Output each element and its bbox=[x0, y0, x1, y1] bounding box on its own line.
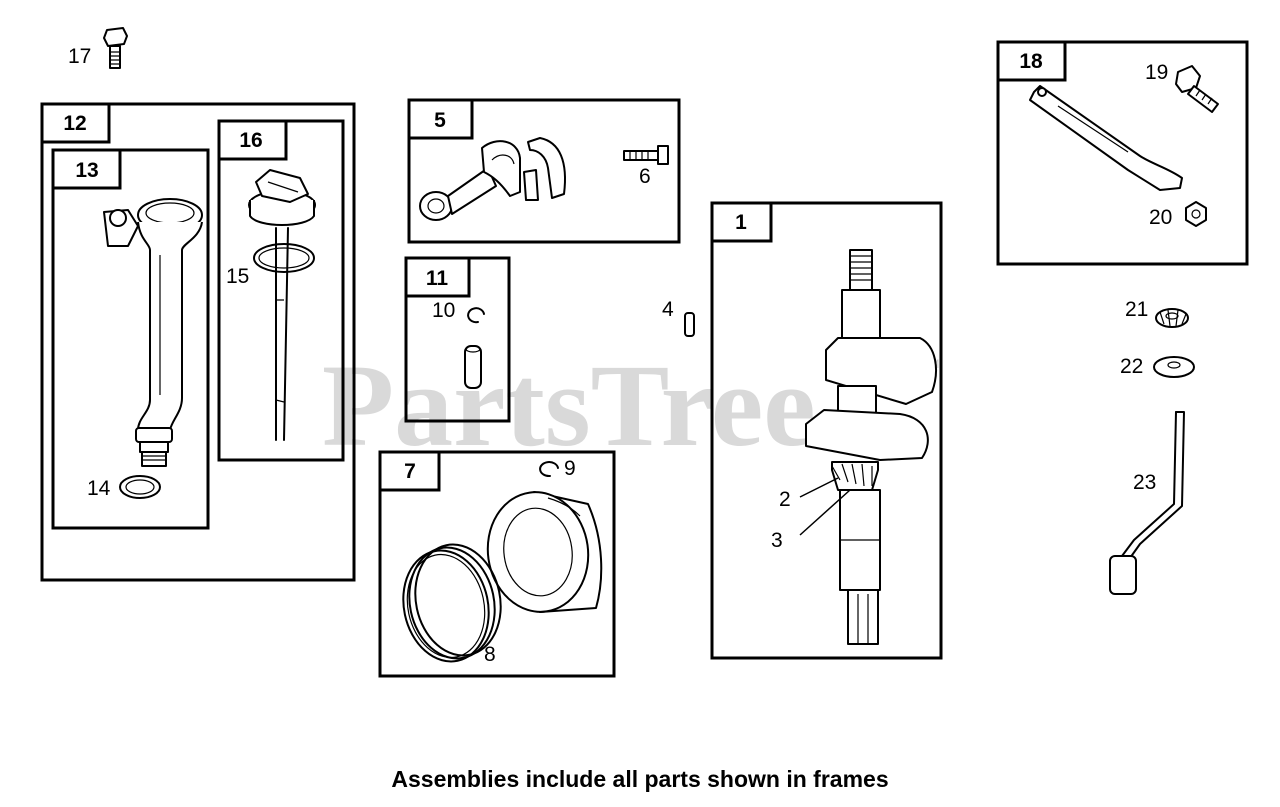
callout-6: 6 bbox=[639, 165, 651, 188]
frame-7 bbox=[378, 450, 616, 678]
o-ring-15-illustration[interactable] bbox=[253, 243, 315, 273]
dipstick-16-illustration[interactable] bbox=[248, 169, 316, 441]
frame-18 bbox=[996, 40, 1249, 266]
governor-shaft-23-illustration[interactable] bbox=[1109, 411, 1185, 595]
callout-19: 19 bbox=[1145, 61, 1168, 84]
frame-16-tab bbox=[217, 119, 288, 161]
frame-5 bbox=[407, 98, 681, 244]
callout-3: 3 bbox=[771, 529, 783, 552]
piston-rings-8-illustration[interactable] bbox=[393, 536, 510, 669]
callout-2: 2 bbox=[779, 488, 791, 511]
caption: Assemblies include all parts shown in fr… bbox=[391, 766, 889, 792]
piston-illustration[interactable] bbox=[480, 486, 603, 619]
retainer-clip-10-illustration[interactable] bbox=[467, 307, 485, 324]
frame-11-tab bbox=[404, 256, 471, 298]
frame-7-tab bbox=[378, 450, 441, 492]
frame-5-label: 5 bbox=[434, 109, 446, 132]
watermark: PartsTree bbox=[322, 340, 816, 471]
o-ring-14-illustration[interactable] bbox=[119, 475, 161, 499]
washer-22-illustration[interactable] bbox=[1153, 356, 1195, 378]
bolt-6-illustration[interactable] bbox=[623, 145, 669, 165]
callout-20: 20 bbox=[1149, 206, 1172, 229]
leader-3 bbox=[799, 489, 851, 536]
callout-14: 14 bbox=[87, 477, 111, 500]
governor-lever-illustration[interactable] bbox=[1029, 85, 1183, 191]
crankshaft-illustration[interactable] bbox=[805, 249, 937, 645]
frame-16-label: 16 bbox=[239, 129, 262, 152]
leader-2 bbox=[799, 477, 839, 498]
retainer-clip-9-illustration[interactable] bbox=[539, 461, 559, 478]
frame-13-label: 13 bbox=[75, 159, 98, 182]
frame-1-label: 1 bbox=[735, 211, 747, 234]
callout-21: 21 bbox=[1125, 298, 1148, 321]
frame-12 bbox=[40, 102, 356, 582]
callout-8: 8 bbox=[484, 643, 496, 666]
nut-20-illustration[interactable] bbox=[1185, 201, 1207, 227]
bolt-17-illustration[interactable] bbox=[103, 27, 128, 69]
frame-12-tab bbox=[40, 102, 111, 144]
connecting-rod-illustration[interactable] bbox=[419, 137, 566, 221]
piston-pin-illustration[interactable] bbox=[464, 345, 482, 389]
frame-18-label: 18 bbox=[1019, 50, 1043, 73]
callout-15: 15 bbox=[226, 265, 249, 288]
frame-11-label: 11 bbox=[426, 267, 449, 290]
callout-9: 9 bbox=[564, 457, 576, 480]
frame-7-label: 7 bbox=[404, 460, 416, 483]
frame-13-tab bbox=[51, 148, 122, 190]
callout-4: 4 bbox=[662, 298, 674, 321]
lock-washer-21-illustration[interactable] bbox=[1155, 308, 1189, 328]
bolt-19-illustration[interactable] bbox=[1175, 65, 1219, 113]
frame-12-label: 12 bbox=[63, 112, 86, 135]
frame-13 bbox=[51, 148, 210, 530]
dowel-pin-4-illustration[interactable] bbox=[684, 312, 695, 337]
dipstick-tube-13-illustration[interactable] bbox=[103, 198, 203, 467]
frame-18-tab bbox=[996, 40, 1067, 82]
frame-5-tab bbox=[407, 98, 474, 140]
frame-1-tab bbox=[710, 201, 773, 243]
callout-22: 22 bbox=[1120, 355, 1143, 378]
frame-1 bbox=[710, 201, 943, 660]
callout-23: 23 bbox=[1133, 471, 1156, 494]
callout-10: 10 bbox=[432, 299, 455, 322]
callout-17: 17 bbox=[68, 45, 91, 68]
